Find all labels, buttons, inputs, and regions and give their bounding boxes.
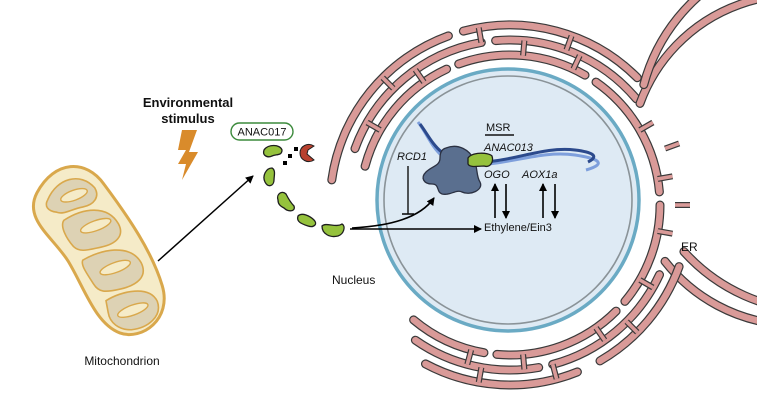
er-bridge-fill [521,354,527,370]
mitochondrion [31,165,166,336]
er-bridge-fill [639,120,654,132]
er-cisterna-fill [621,201,664,305]
er-label: ER [681,240,698,254]
er-cisterna-fill [410,316,488,356]
er-cisterna-fill [460,21,641,81]
er-bridge-fill [639,278,654,290]
er-bridge-fill [381,76,395,90]
er-cisterna-fill [361,65,450,170]
anac017-fragment-icon [296,213,317,228]
rcd1-label: RCD1 [397,151,427,163]
er-bridge-fill [657,229,673,236]
er-bridge-fill [521,40,527,56]
anac017-label-box: ANAC017 [230,122,294,141]
er-cisterna-fill [492,36,640,103]
er-bridge-fill [657,174,673,181]
nucleus-label: Nucleus [332,273,375,287]
er-cisterna-fill [596,263,683,365]
er-bridge-fill [465,349,473,365]
ogo-label: OGO [484,169,510,181]
er-cisterna-fill [455,51,589,79]
er-bridge-fill [571,54,582,70]
er-cisterna-fill [636,0,757,324]
msr-label: MSR [486,122,511,134]
mitochondrion-label: Mitochondrion [84,354,159,368]
arrow-to-polymerase [351,197,435,229]
er-cisterna-fill [493,307,620,359]
anac017-bound-icon [467,152,494,168]
aox1a-label: AOX1a [521,169,557,181]
er-bridge-fill [476,27,484,43]
er-bridge-fill [413,68,426,84]
er-bridge-fill [664,141,680,151]
er-bridge-fill [550,363,559,380]
ethylene-ein3-label: Ethylene/Ein3 [484,222,552,234]
nuclear-envelope-inner [383,75,633,325]
anac017-fragment-icon [262,144,283,158]
er-bridge-fill [625,320,639,334]
stimulus-label-line1: Environmental [143,95,233,110]
arrow-mito-to-er [157,175,254,262]
er-bridge-fill [366,120,381,132]
er-cisterna-fill [592,78,663,196]
er-bridge-fill [594,326,607,342]
anac017-fragment-icon [276,191,295,212]
protease-pacman-icon [299,143,315,163]
cleavage-dots [283,147,298,165]
endoplasmic-reticulum [327,0,757,390]
stimulus-label-line2: stimulus [161,111,214,126]
anac017-fragments [262,144,345,238]
anac017-label: ANAC017 [238,127,287,139]
er-bridge-fill [476,367,484,383]
er-cisterna-fill [328,32,452,184]
anac017-fragment-icon [263,167,276,187]
nuclear-envelope-outer [375,67,641,333]
lightning-bolt-icon [178,130,198,180]
anac013-label: ANAC013 [483,142,534,154]
er-bridge-fill [564,35,574,51]
rcd1-inhibition [402,166,414,215]
dna-strand [416,121,600,172]
er-cisterna-fill [640,0,757,305]
anac017-fragment-icon [321,223,345,238]
er-cisterna-fill [351,39,485,152]
nucleus [375,67,641,333]
